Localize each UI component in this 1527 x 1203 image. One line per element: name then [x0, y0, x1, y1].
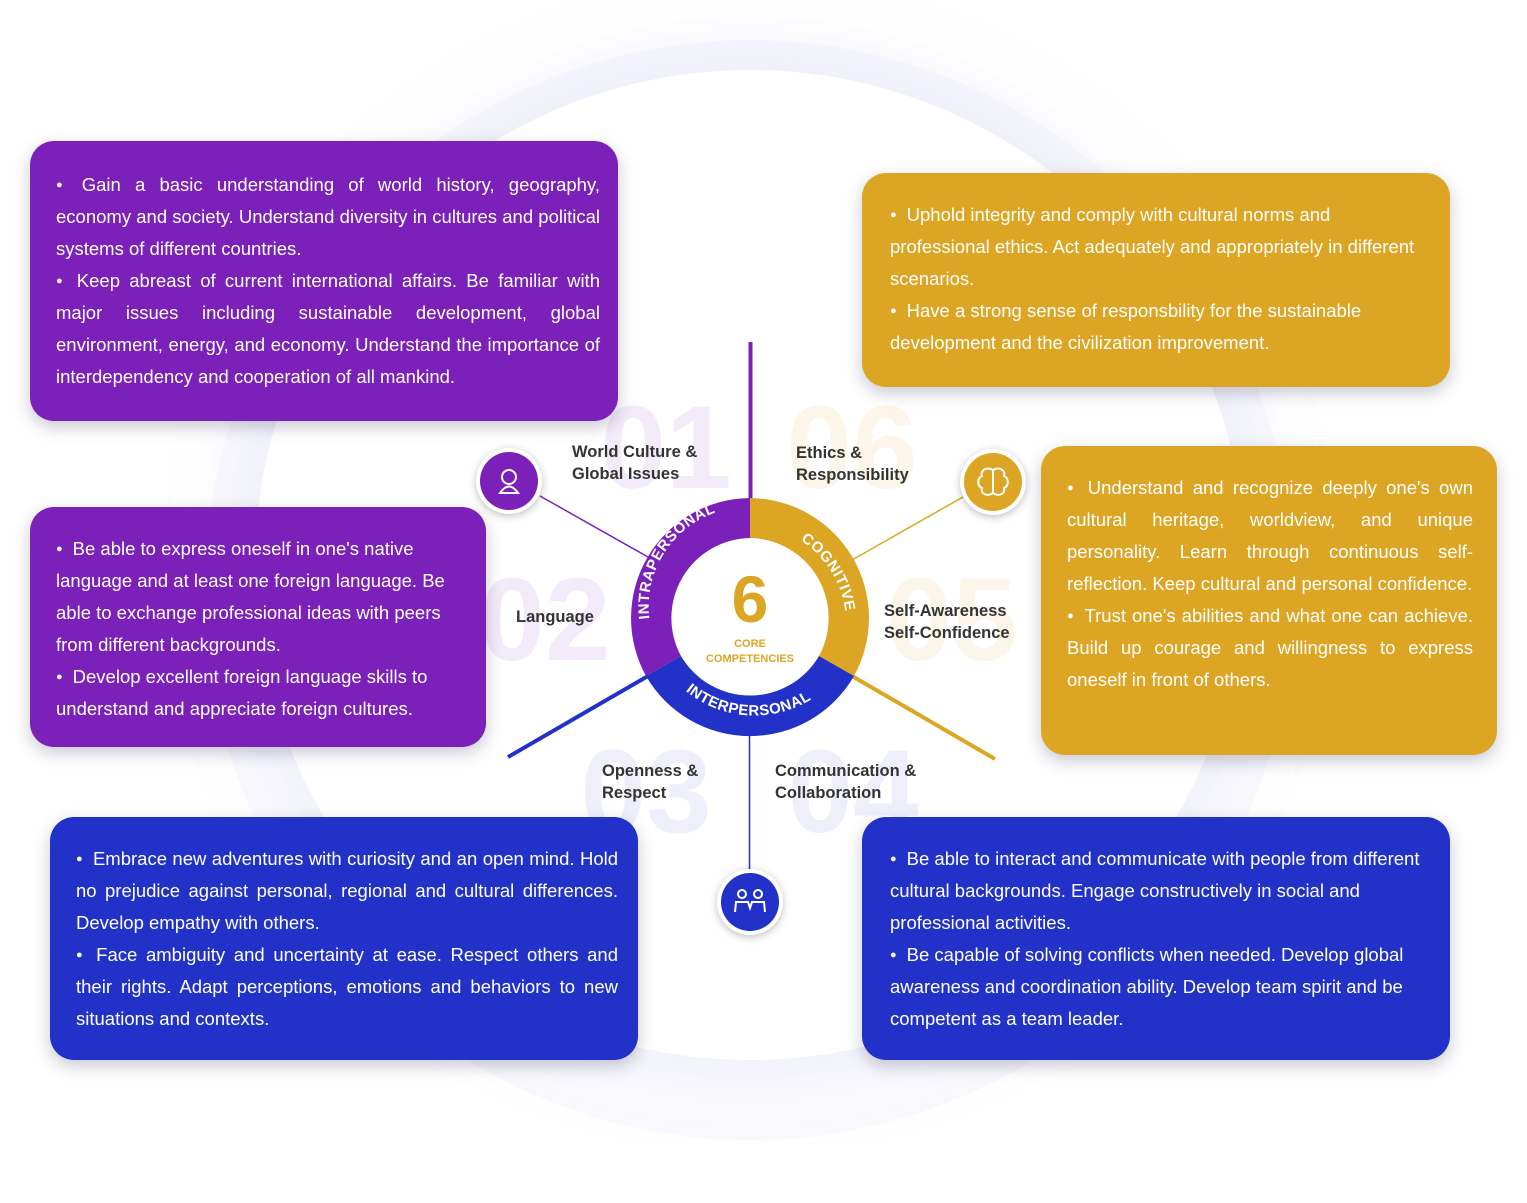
- bullet-text: Develop excellent foreign language skill…: [56, 661, 466, 725]
- competency-name-01-line1: World Culture &: [572, 443, 697, 461]
- faded-number-06: 06: [786, 382, 917, 514]
- faded-number-02: 02: [479, 554, 610, 686]
- center-label-line1: CORE: [734, 638, 766, 650]
- bullet-text: Understand and recognize deeply one's ow…: [1067, 472, 1473, 600]
- bullet-text: Gain a basic understanding of world hist…: [56, 169, 600, 265]
- bullet-text: Be able to interact and communicate with…: [890, 843, 1434, 939]
- spoke-lower-right: [850, 674, 997, 761]
- competency-name-02: Language: [516, 608, 594, 626]
- ring-segment-intrapersonal: [631, 498, 750, 676]
- center-number: 6: [732, 562, 769, 636]
- competency-name-04-line2: Collaboration: [775, 784, 881, 802]
- ring-segment-cognitive: [750, 498, 869, 676]
- bullet-text: Be able to express oneself in one's nati…: [56, 533, 466, 661]
- competency-name-05-line2: Self-Confidence: [884, 624, 1010, 642]
- bullet-text: Be capable of solving conflicts when nee…: [890, 939, 1434, 1035]
- brain-icon: [960, 449, 1026, 515]
- competency-name-01-line2: Global Issues: [572, 465, 679, 483]
- competency-card-self-awareness: Understand and recognize deeply one's ow…: [1041, 446, 1497, 755]
- competency-name-04-line1: Communication &: [775, 762, 916, 780]
- competency-card-openness: Embrace new adventures with curiosity an…: [50, 817, 638, 1060]
- center-label-line2: COMPETENCIES: [706, 653, 794, 665]
- competency-name-06-line2: Responsibility: [796, 466, 910, 484]
- competency-card-world-culture: Gain a basic understanding of world hist…: [30, 141, 618, 421]
- spoke-upper-left: [539, 495, 649, 558]
- spoke-lower-left: [506, 674, 650, 759]
- bullet-text: Uphold integrity and comply with cultura…: [890, 199, 1426, 295]
- competency-name-05-line1: Self-Awareness: [884, 602, 1007, 620]
- bullet-text: Keep abreast of current international af…: [56, 265, 600, 393]
- competency-name-06-line1: Ethics &: [796, 444, 862, 462]
- competency-card-communication: Be able to interact and communicate with…: [862, 817, 1450, 1060]
- center-disc: [676, 544, 824, 692]
- person-bust-icon: [476, 448, 542, 514]
- ring-segment-interpersonal: [646, 656, 854, 737]
- two-people-icon: [717, 869, 783, 935]
- bullet-text: Face ambiguity and uncertainty at ease. …: [76, 939, 618, 1035]
- spoke-upper-right: [851, 496, 964, 561]
- bullet-text: Trust one's abilities and what one can a…: [1067, 600, 1473, 696]
- faded-number-01: 01: [600, 382, 731, 514]
- competency-card-ethics: Uphold integrity and comply with cultura…: [862, 173, 1450, 387]
- faded-number-05: 05: [886, 554, 1017, 686]
- competency-name-03-line1: Openness &: [602, 762, 698, 780]
- competency-card-language: Be able to express oneself in one's nati…: [30, 507, 486, 747]
- competency-name-03-line2: Respect: [602, 784, 667, 802]
- bullet-text: Have a strong sense of responsbility for…: [890, 295, 1426, 359]
- bullet-text: Embrace new adventures with curiosity an…: [76, 843, 618, 939]
